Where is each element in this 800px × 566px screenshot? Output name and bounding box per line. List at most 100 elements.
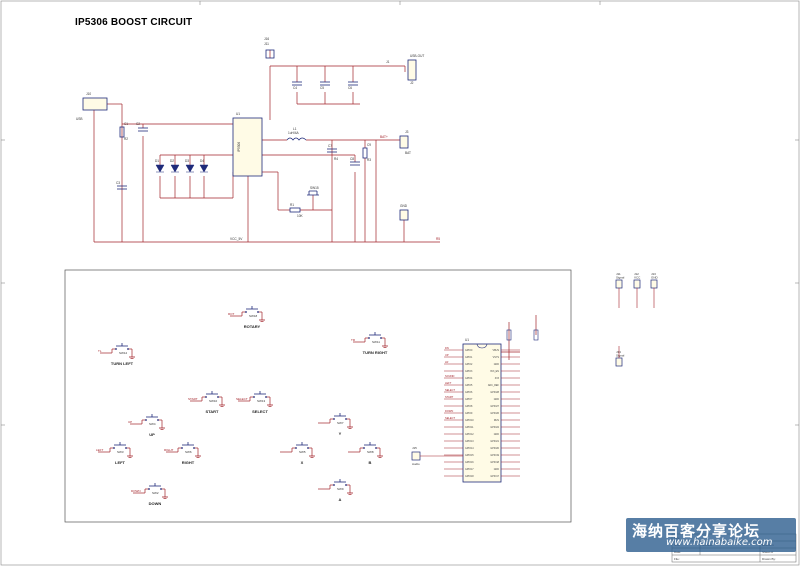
- mcu-pin-left: GPIO11: [465, 426, 474, 429]
- boost-label: D3: [185, 159, 189, 163]
- boost-label: J3: [405, 130, 409, 134]
- boost-parts: [82, 49, 417, 221]
- boost-label: BAT: [405, 151, 411, 155]
- boost-label: J11: [264, 42, 269, 46]
- boost-label: J1: [386, 60, 390, 64]
- button-ref: SW10: [209, 399, 218, 403]
- boost-label: 10K: [297, 214, 304, 218]
- boost-label: J2: [410, 81, 414, 85]
- mcu-pin-left: GPIO17: [465, 468, 474, 471]
- boost-label: USB: [76, 117, 83, 121]
- ic-u1: [232, 117, 263, 177]
- svg-text:J13: J13: [651, 272, 656, 276]
- boost-label: C3: [116, 181, 120, 185]
- button-ref: SW2: [152, 491, 159, 495]
- button-label: SELECT: [252, 409, 268, 414]
- button-label: START: [205, 409, 219, 414]
- controls-box: [64, 269, 572, 523]
- boost-label: R2: [124, 137, 128, 141]
- watermark-line2: www.hainabaike.com: [666, 537, 773, 548]
- mcu-pin-left: GPIO13: [465, 440, 474, 443]
- button-ref: SW4: [149, 422, 156, 426]
- bat-connector: [399, 135, 409, 149]
- mcu-net: SELECT: [445, 388, 456, 392]
- boost-label: C8: [350, 157, 354, 161]
- watermark-line1: 海纳百客分享论坛: [632, 522, 761, 540]
- mcu-net: DOWN: [445, 409, 453, 413]
- mcu-pin-right: GPIO19: [490, 454, 499, 457]
- j16-pad: [265, 49, 275, 59]
- mcu-net: SOUND: [445, 374, 454, 378]
- page-title: IP5306 BOOST CIRCUIT: [75, 17, 193, 28]
- boost-label: L1: [293, 127, 297, 131]
- mcu-pin-left: GPIO16: [465, 461, 474, 464]
- mcu-pin-left: GPIO15: [465, 454, 474, 457]
- button-net: START: [188, 397, 198, 401]
- boost-label: J16: [264, 37, 269, 41]
- button-ref: SW18: [249, 314, 258, 318]
- boost-label: VCC_5V: [230, 237, 243, 241]
- boost-label: C4: [293, 86, 297, 90]
- mcu-net: UP: [445, 353, 449, 357]
- mcu-pin-left: GPIO9: [465, 412, 473, 415]
- button-net: SELECT: [236, 397, 248, 401]
- boost-label: C2: [136, 122, 140, 126]
- button-ref: SW8: [367, 450, 374, 454]
- mcu-net: DN: [445, 346, 449, 350]
- mcu-pin-right: VBUS: [492, 349, 499, 352]
- button-label: TURN LEFT: [111, 361, 134, 366]
- mcu-pin-left: GPIO8: [465, 405, 473, 408]
- boost-label: U1: [236, 112, 240, 116]
- mcu-pin-left: GPIO14: [465, 447, 474, 450]
- mcu-pin-right: 3V3_EN: [490, 370, 499, 373]
- gnd-connector: [399, 209, 409, 221]
- mcu-pin-right: ADC_REF: [488, 384, 500, 387]
- mcu-net: LR: [445, 360, 448, 364]
- button-ref: SW13: [257, 399, 266, 403]
- mcu-pin-right: GPIO20: [490, 447, 499, 450]
- boost-label: C6: [348, 86, 352, 90]
- svg-text:GND: GND: [651, 276, 659, 280]
- mcu-pin-left: GPIO10: [465, 419, 474, 422]
- boost-label: C9: [367, 143, 371, 147]
- button-label: B: [369, 460, 372, 465]
- mcu-pin-right: 3V3: [495, 377, 500, 380]
- boost-label: R4: [334, 157, 338, 161]
- boost-label: D2: [170, 159, 174, 163]
- mcu-pin-left: GPIO5: [465, 384, 473, 387]
- usb-out-jack: [407, 59, 417, 81]
- boost-label: R3: [367, 158, 371, 162]
- mcu-pin-right: GPIO21: [490, 440, 499, 443]
- button-label: A: [339, 497, 342, 502]
- mcu-net: SELECT: [445, 416, 456, 420]
- button-ref: SW11: [372, 340, 380, 344]
- button-ref: SW9: [337, 487, 344, 491]
- title-block-field: Sheet of: [762, 550, 773, 554]
- svg-text:VCC: VCC: [634, 276, 641, 280]
- mcu-pin-right: GND: [494, 398, 500, 401]
- mcu-pin-left: GPIO12: [465, 433, 474, 436]
- mcu-pin-left: GPIO1: [465, 356, 473, 359]
- button-net: LEFT: [96, 448, 104, 452]
- sw15: [307, 190, 319, 196]
- button-label: RIGHT: [182, 460, 195, 465]
- button-net: TR: [351, 338, 356, 342]
- mcu-pin-left: GPIO3: [465, 370, 473, 373]
- boost-label: 1uH/4A: [288, 131, 300, 135]
